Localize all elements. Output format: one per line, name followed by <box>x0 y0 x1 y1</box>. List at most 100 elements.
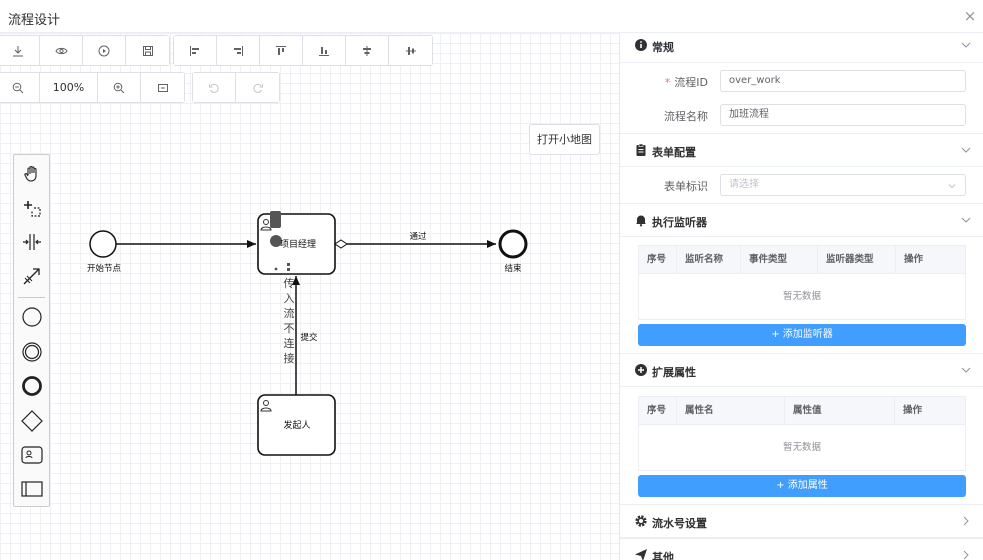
process-name-input[interactable]: 加班流程 <box>720 104 966 126</box>
info-icon <box>635 39 647 51</box>
palette-separator <box>18 297 45 298</box>
save-button[interactable] <box>126 36 169 65</box>
chevron-right-icon <box>963 516 969 526</box>
vertical-char: 不 <box>284 323 295 335</box>
user-icon <box>260 219 272 231</box>
column-header: 序号 <box>639 246 677 273</box>
align-right-icon <box>234 45 243 56</box>
chevron-down-icon <box>961 147 971 153</box>
extension-table-header: 序号 属性名 属性值 操作 <box>639 397 965 425</box>
dialog-title: 流程设计 <box>8 13 61 28</box>
redo-button[interactable] <box>236 73 279 102</box>
task-project-manager-label: 项目经理 <box>280 238 316 249</box>
palette-connect-tool[interactable] <box>14 259 49 293</box>
gateway-icon <box>20 410 43 432</box>
bell-icon <box>636 215 646 227</box>
palette-intermediate-event[interactable] <box>14 335 49 369</box>
zoom-out-button[interactable] <box>0 73 40 102</box>
align-center-icon <box>363 45 371 56</box>
align-center-button[interactable] <box>346 36 389 65</box>
open-minimap-button[interactable]: 打开小地图 <box>529 124 600 155</box>
zoom-level[interactable]: 100% <box>40 73 98 102</box>
column-header: 操作 <box>904 254 924 265</box>
column-header: 序号 <box>639 397 677 424</box>
align-top-icon <box>276 45 286 55</box>
align-left-button[interactable] <box>174 36 217 65</box>
context-dot <box>287 268 290 271</box>
section-form-header[interactable]: 表单配置 <box>620 133 983 167</box>
hand-icon <box>23 165 37 182</box>
column-header: 事件类型 <box>741 246 818 273</box>
form-key-select[interactable]: 请选择 <box>720 174 966 196</box>
section-listeners-title: 执行监听器 <box>652 216 707 229</box>
clipboard-icon <box>636 143 646 156</box>
end-event-label: 结束 <box>504 263 522 273</box>
process-id-input[interactable]: over_work <box>720 70 966 92</box>
intermediate-event-icon <box>21 342 42 362</box>
palette-gateway[interactable] <box>14 404 49 438</box>
process-name-label: 流程名称 <box>664 110 708 123</box>
vertical-char: 入 <box>284 293 295 305</box>
history-button-group <box>192 72 280 103</box>
palette-subprocess[interactable] <box>14 472 49 506</box>
section-serial-header[interactable]: 流水号设置 <box>620 504 983 538</box>
flow-submit-label: 提交 <box>300 332 318 342</box>
undo-icon <box>209 83 219 93</box>
bpmn-canvas[interactable] <box>0 33 619 560</box>
section-serial-title: 流水号设置 <box>652 517 707 530</box>
preview-button[interactable] <box>40 36 83 65</box>
listeners-table-header: 序号 监听名称 事件类型 监听器类型 操作 <box>639 246 965 274</box>
add-property-button[interactable]: + 添加属性 <box>638 475 966 497</box>
section-general-header[interactable]: 常规 <box>620 33 983 63</box>
zoom-in-button[interactable] <box>98 73 141 102</box>
palette-space-tool[interactable] <box>14 225 49 259</box>
close-icon[interactable]: × <box>963 7 977 25</box>
connect-icon <box>23 268 40 285</box>
fit-viewport-button[interactable] <box>141 73 184 102</box>
align-middle-button[interactable] <box>389 36 432 65</box>
vertical-flow-text: 传 入 流 不 连 接 <box>284 277 295 365</box>
play-circle-icon <box>98 45 110 56</box>
start-event[interactable] <box>89 230 117 258</box>
user-task-icon <box>20 446 43 464</box>
palette-start-event[interactable] <box>14 300 49 334</box>
chevron-down-icon <box>961 42 971 48</box>
zoom-out-icon <box>12 82 24 93</box>
end-event-icon <box>21 376 42 396</box>
undo-button[interactable] <box>193 73 236 102</box>
plus-circle-icon <box>635 364 647 376</box>
space-tool-icon <box>22 234 41 250</box>
properties-panel: 常规 *流程ID over_work 流程名称 加班流程 表单配置 表单标识 请… <box>620 33 983 560</box>
palette-lasso-tool[interactable] <box>14 191 49 225</box>
palette-hand-tool[interactable] <box>14 157 49 191</box>
vertical-char: 流 <box>284 306 295 320</box>
section-extension-header[interactable]: 扩展属性 <box>620 353 983 387</box>
simulate-button[interactable] <box>83 36 126 65</box>
listeners-table: 序号 监听名称 事件类型 监听器类型 操作 暂无数据 <box>638 245 966 320</box>
column-header: 属性名 <box>677 397 785 424</box>
append-event-icon[interactable] <box>270 235 282 247</box>
download-icon <box>13 45 23 56</box>
chevron-down-icon <box>961 217 971 223</box>
vertical-char: 连 <box>284 337 295 350</box>
align-bottom-button[interactable] <box>303 36 346 65</box>
section-listeners-header[interactable]: 执行监听器 <box>620 203 983 237</box>
panel-divider <box>619 33 620 560</box>
align-bottom-icon <box>319 46 329 56</box>
section-other-header[interactable]: 其他 <box>620 538 983 560</box>
align-top-button[interactable] <box>260 36 303 65</box>
palette-end-event[interactable] <box>14 369 49 403</box>
add-listener-button[interactable]: + 添加监听器 <box>638 324 966 346</box>
align-button-group <box>173 35 433 66</box>
palette-user-task[interactable] <box>14 438 49 472</box>
chevron-right-icon <box>963 550 969 560</box>
download-button[interactable] <box>0 36 40 65</box>
form-key-placeholder: 请选择 <box>729 179 759 190</box>
vertical-char: 传 <box>284 277 295 290</box>
section-other-title: 其他 <box>652 551 674 560</box>
eye-icon <box>54 47 68 54</box>
end-event[interactable] <box>498 229 528 259</box>
delete-icon[interactable] <box>270 211 281 228</box>
context-dot <box>287 263 290 266</box>
align-right-button[interactable] <box>217 36 260 65</box>
